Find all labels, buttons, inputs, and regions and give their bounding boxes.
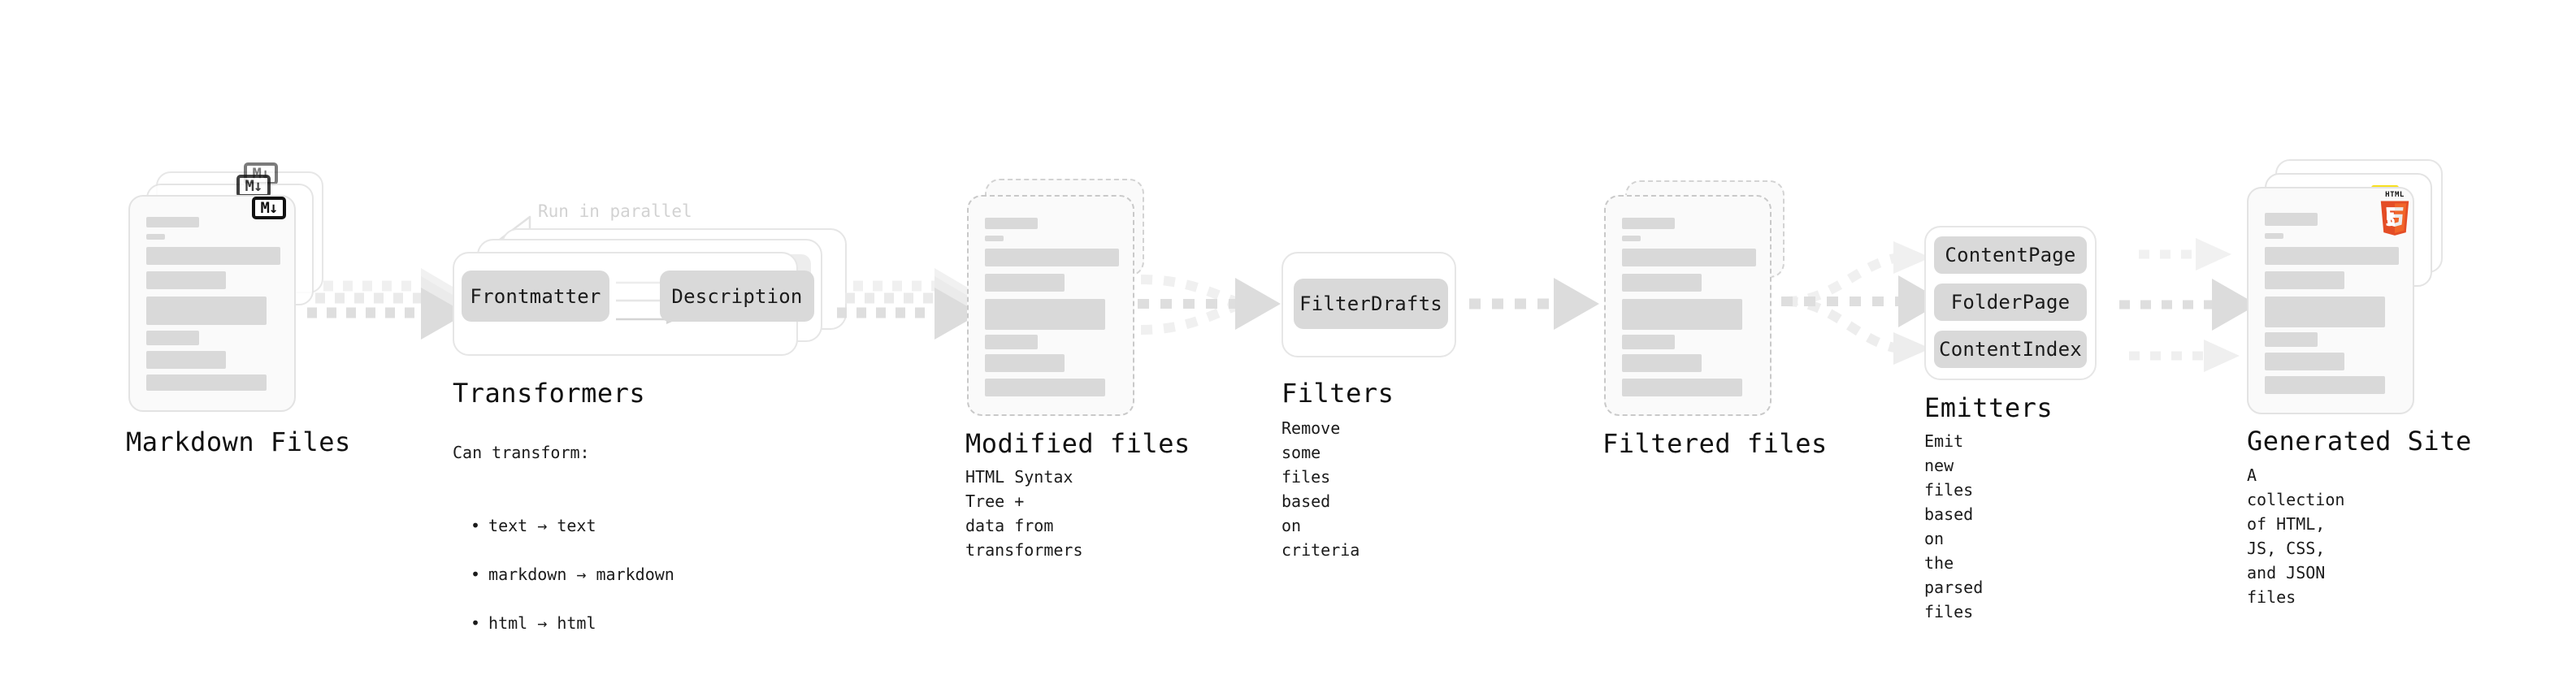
skeleton-line	[1622, 236, 1641, 241]
skeleton-line	[985, 335, 1038, 349]
markdown-icon-back-1: M↓	[236, 175, 271, 197]
connector-markdown-to-transformers	[307, 268, 466, 340]
connector-transformers-to-modified	[837, 268, 980, 340]
html5-icon-wordmark: HTML	[2385, 191, 2405, 199]
markdown-card-front	[128, 195, 296, 412]
skeleton-line	[146, 247, 280, 265]
skeleton-line	[2265, 271, 2344, 289]
transform-item: markdown → markdown	[471, 562, 674, 587]
skeleton-line	[146, 374, 267, 391]
transformer-node-description-label: Description	[671, 284, 803, 308]
skeleton-line	[985, 299, 1105, 330]
emitter-node-contentpage[interactable]: ContentPage	[1934, 236, 2087, 274]
skeleton-line	[1622, 379, 1742, 396]
filter-node-filterdrafts-label: FilterDrafts	[1299, 292, 1442, 315]
stage-desc-filters: Remove some files based on criteria	[1281, 418, 1360, 560]
transformer-node-frontmatter[interactable]: Frontmatter	[462, 271, 609, 322]
skeleton-line	[146, 217, 199, 227]
stage-desc-transformers: Can transform: text → text markdown → ma…	[453, 416, 674, 684]
connector-modified-to-filters	[1138, 275, 1281, 335]
transformer-node-description[interactable]: Description	[660, 271, 814, 322]
emitter-node-folderpage-label: FolderPage	[1950, 291, 2071, 314]
skeleton-line	[146, 271, 226, 289]
skeleton-line	[1622, 335, 1675, 349]
stage-title-transformers: Transformers	[453, 378, 646, 409]
stage-desc-emitters: Emit new files based on the parsed files	[1924, 431, 1984, 621]
skeleton-line	[985, 354, 1065, 372]
filtered-card-front	[1604, 195, 1772, 416]
skeleton-line	[985, 379, 1105, 396]
skeleton-line	[985, 249, 1119, 266]
skeleton-line	[146, 351, 226, 369]
connector-emitters-to-site	[2119, 238, 2257, 372]
skeleton-line	[1622, 218, 1675, 229]
transformer-node-frontmatter-label: Frontmatter	[470, 284, 601, 308]
transform-item: text → text	[471, 513, 674, 538]
skeleton-line	[2265, 233, 2283, 239]
skeleton-line	[146, 234, 165, 240]
stage-desc-modified-files: HTML Syntax Tree + data from transformer…	[965, 467, 1083, 560]
run-in-parallel-label: Run in parallel	[538, 201, 692, 221]
skeleton-line	[2265, 297, 2385, 327]
skeleton-line	[985, 236, 1004, 241]
stage-title-markdown-files: Markdown Files	[126, 426, 351, 457]
skeleton-line	[1622, 299, 1742, 330]
skeleton-line	[146, 297, 267, 325]
skeleton-line	[2265, 376, 2385, 394]
skeleton-line	[2265, 247, 2399, 265]
transformers-transform-list: text → text markdown → markdown html → h…	[453, 489, 674, 660]
transform-item: html → html	[471, 611, 674, 635]
stage-title-emitters: Emitters	[1924, 392, 2053, 423]
skeleton-line	[1622, 354, 1702, 372]
emitter-node-contentindex-label: ContentIndex	[1939, 338, 2082, 361]
modified-card-front	[967, 195, 1134, 416]
skeleton-line	[146, 331, 199, 345]
html5-icon: HTML 5	[2377, 191, 2413, 236]
stage-title-filtered-files: Filtered files	[1602, 428, 1828, 459]
html5-icon-number: 5	[2385, 210, 2396, 231]
filter-node-filterdrafts[interactable]: FilterDrafts	[1294, 279, 1448, 329]
emitter-node-contentindex[interactable]: ContentIndex	[1934, 331, 2087, 368]
stage-title-modified-files: Modified files	[965, 428, 1190, 459]
skeleton-line	[1622, 274, 1702, 292]
connector-filters-to-filtered	[1469, 278, 1599, 330]
skeleton-line	[2265, 332, 2318, 347]
emitter-node-folderpage[interactable]: FolderPage	[1934, 284, 2087, 321]
stage-desc-generated-site: A collection of HTML, JS, CSS, and JSON …	[2247, 465, 2345, 607]
skeleton-line	[1622, 249, 1756, 266]
stage-title-generated-site: Generated Site	[2247, 426, 2472, 457]
skeleton-line	[985, 218, 1038, 229]
emitter-node-contentpage-label: ContentPage	[1945, 244, 2076, 266]
transformers-desc-heading: Can transform:	[453, 443, 590, 462]
skeleton-line	[985, 274, 1065, 292]
connector-filtered-to-emitters	[1781, 241, 1944, 365]
skeleton-line	[2265, 213, 2318, 226]
markdown-icon: M↓	[252, 197, 286, 219]
skeleton-line	[2265, 353, 2344, 370]
stage-title-filters: Filters	[1281, 378, 1394, 409]
